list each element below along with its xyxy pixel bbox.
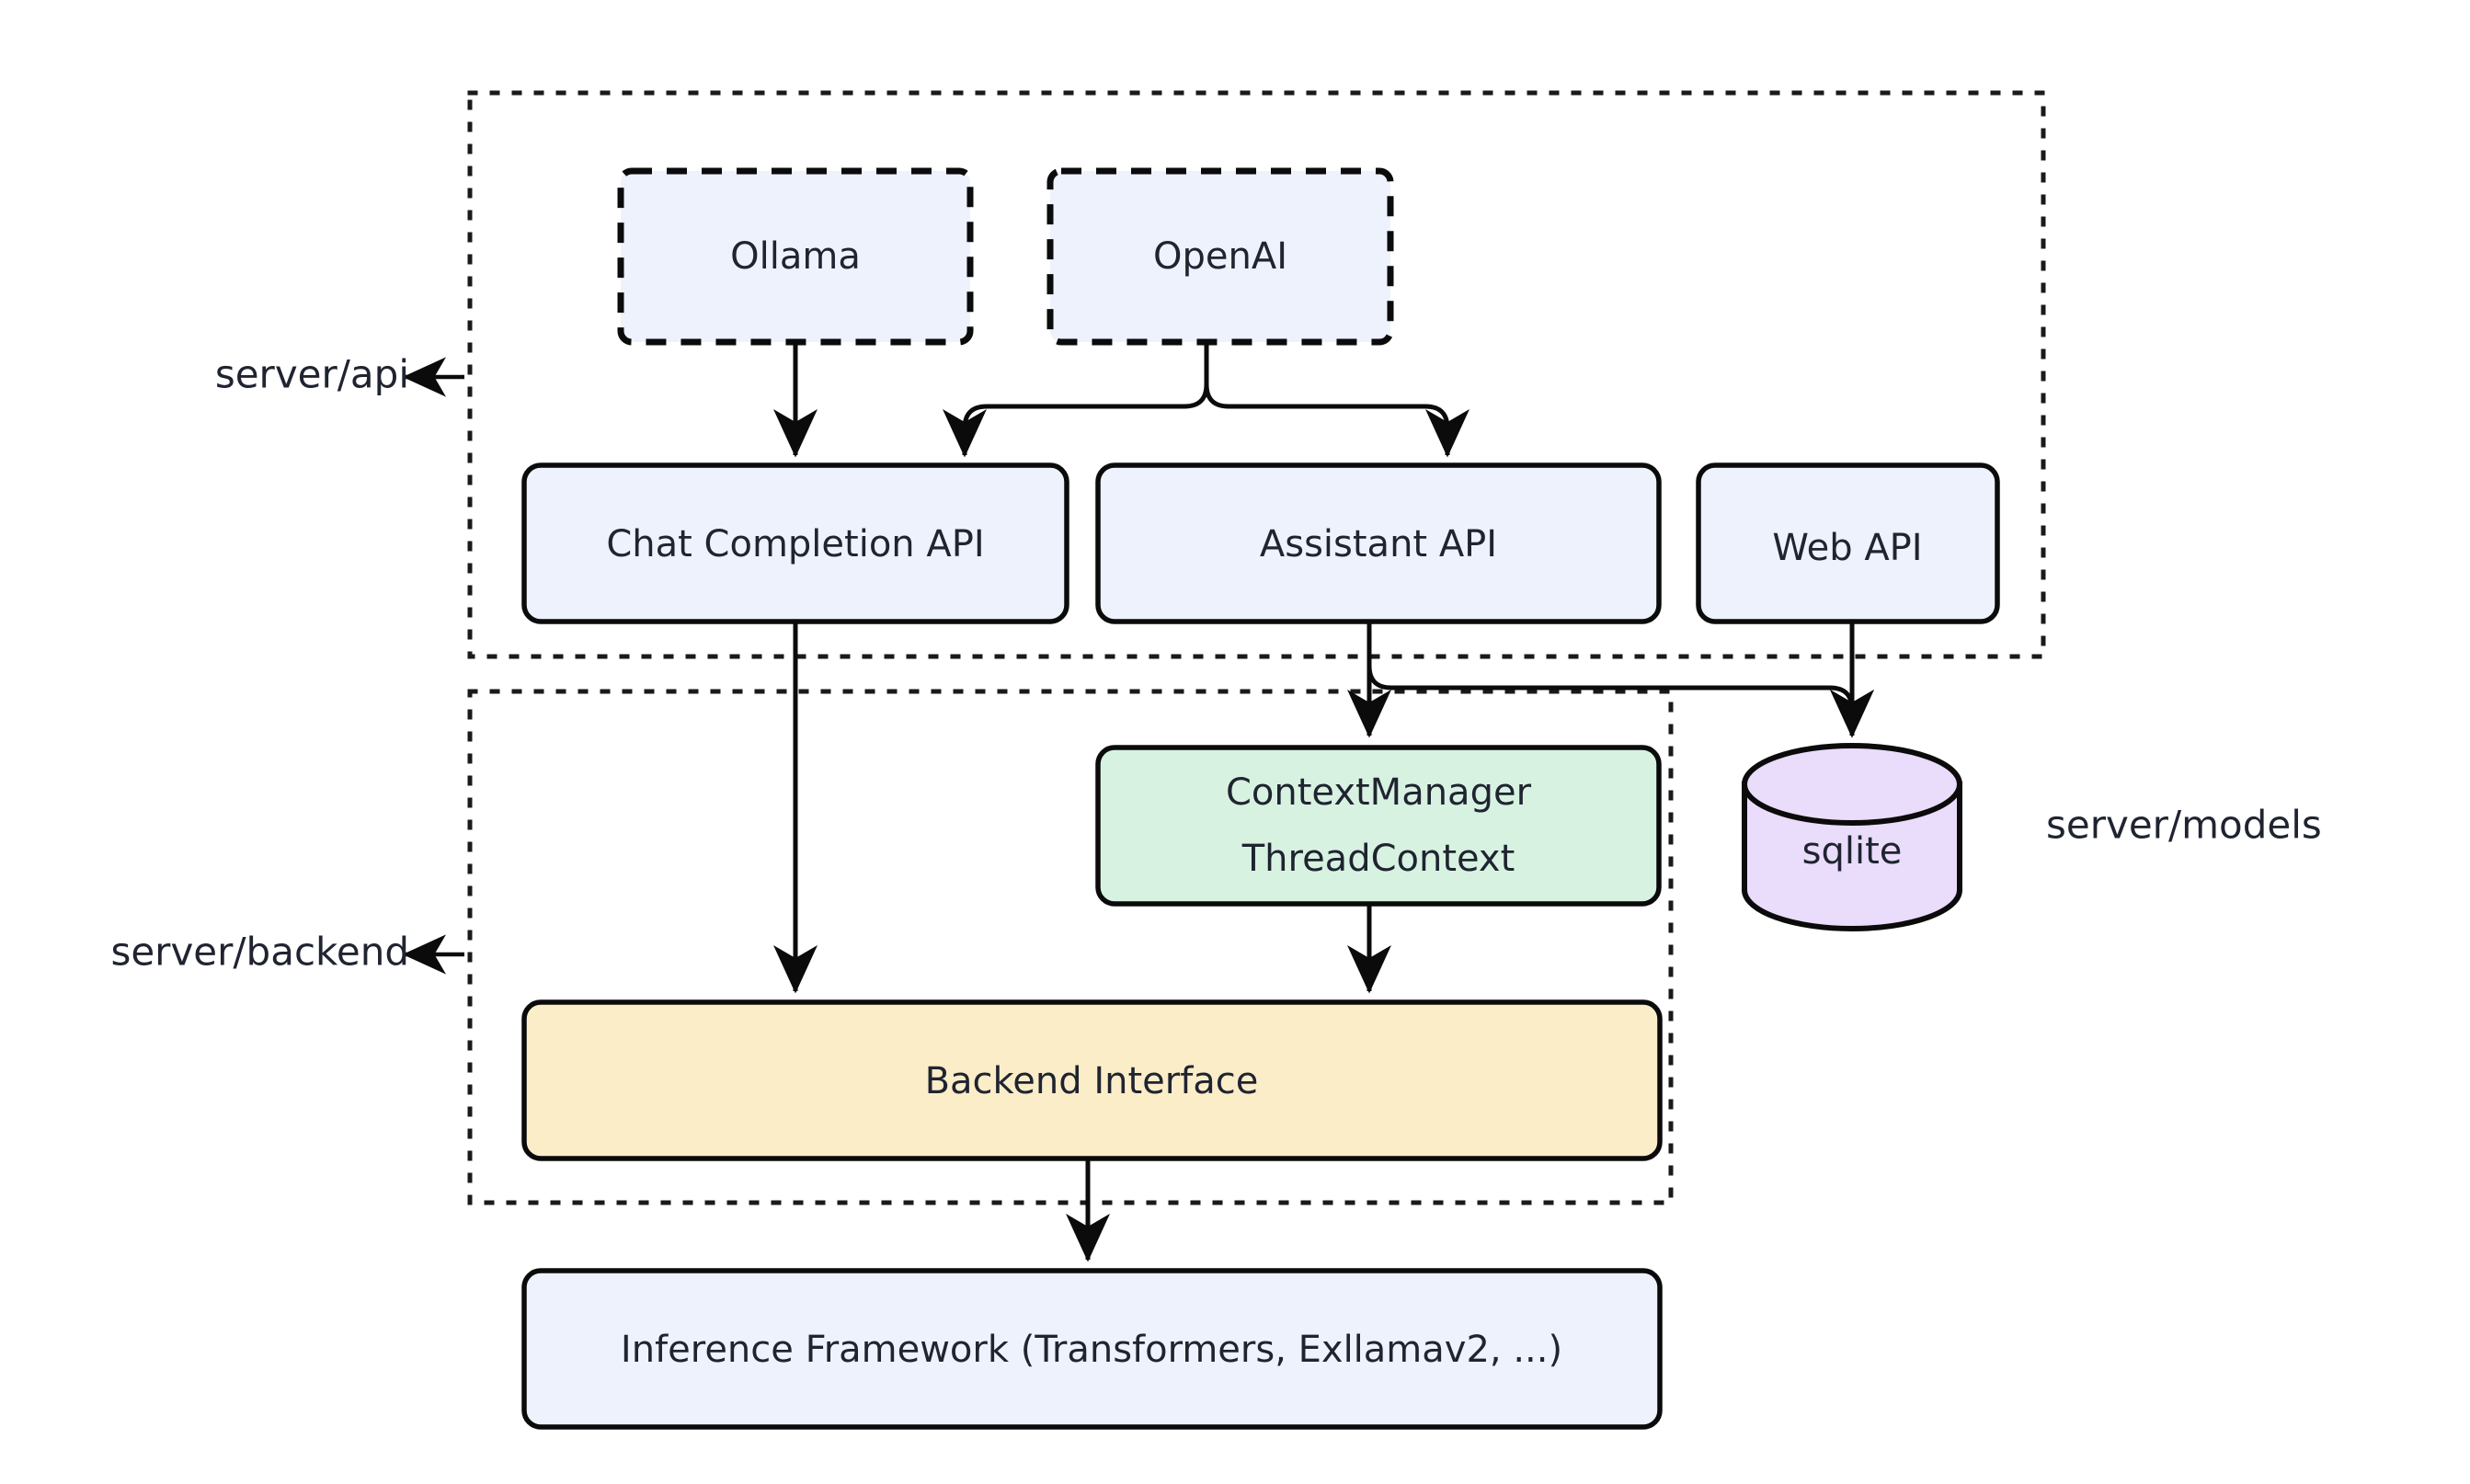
- node-inference-framework-box[interactable]: [521, 1268, 1663, 1430]
- cluster-server-backend: [467, 689, 1674, 1205]
- node-sqlite[interactable]: sqlite: [1742, 743, 1962, 931]
- edge-assistant-api-to-sqlite: [1367, 665, 1874, 738]
- node-chat-completion-api[interactable]: Chat Completion API: [521, 462, 1069, 624]
- node-contextmanager-box[interactable]: [1095, 745, 1662, 907]
- group-label-server-backend: server/backend: [110, 930, 409, 975]
- node-contextmanager-label-line1: ContextManager: [1226, 771, 1532, 814]
- group-label-server-models: server/models: [2046, 803, 2322, 848]
- node-web-api-label: Web API: [1772, 527, 1922, 569]
- node-contextmanager-label-line2: ThreadContext: [1241, 838, 1515, 880]
- node-ollama-box[interactable]: [617, 167, 974, 346]
- node-chat-completion-api-label: Chat Completion API: [606, 523, 984, 565]
- node-backend-interface[interactable]: Backend Interface: [521, 999, 1663, 1161]
- node-chat-completion-api-box[interactable]: [521, 462, 1069, 624]
- node-backend-interface-label: Backend Interface: [925, 1060, 1259, 1102]
- node-assistant-api-box[interactable]: [1095, 462, 1662, 624]
- node-openai-label: OpenAI: [1153, 235, 1287, 278]
- node-assistant-api-label: Assistant API: [1260, 523, 1497, 565]
- node-sqlite-top[interactable]: [1742, 743, 1962, 826]
- node-web-api[interactable]: Web API: [1696, 462, 2000, 624]
- node-backend-interface-box[interactable]: [521, 999, 1663, 1161]
- node-sqlite-label: sqlite: [1802, 830, 1903, 873]
- node-ollama-label: Ollama: [730, 235, 861, 278]
- node-ollama[interactable]: Ollama: [617, 167, 974, 346]
- node-contextmanager[interactable]: ContextManager ThreadContext: [1095, 745, 1662, 907]
- node-assistant-api[interactable]: Assistant API: [1095, 462, 1662, 624]
- node-openai-box[interactable]: [1046, 167, 1394, 346]
- group-label-server-api: server/api: [215, 352, 409, 397]
- node-inference-framework-label: Inference Framework (Transformers, Exlla…: [621, 1329, 1562, 1371]
- edge-openai-to-assistant-api: [1204, 383, 1469, 458]
- node-inference-framework[interactable]: Inference Framework (Transformers, Exlla…: [521, 1268, 1663, 1430]
- node-openai[interactable]: OpenAI: [1046, 167, 1394, 346]
- node-web-api-box[interactable]: [1696, 462, 2000, 624]
- cluster-server-api: [467, 90, 2046, 659]
- edge-openai-to-chat-api: [942, 383, 1209, 458]
